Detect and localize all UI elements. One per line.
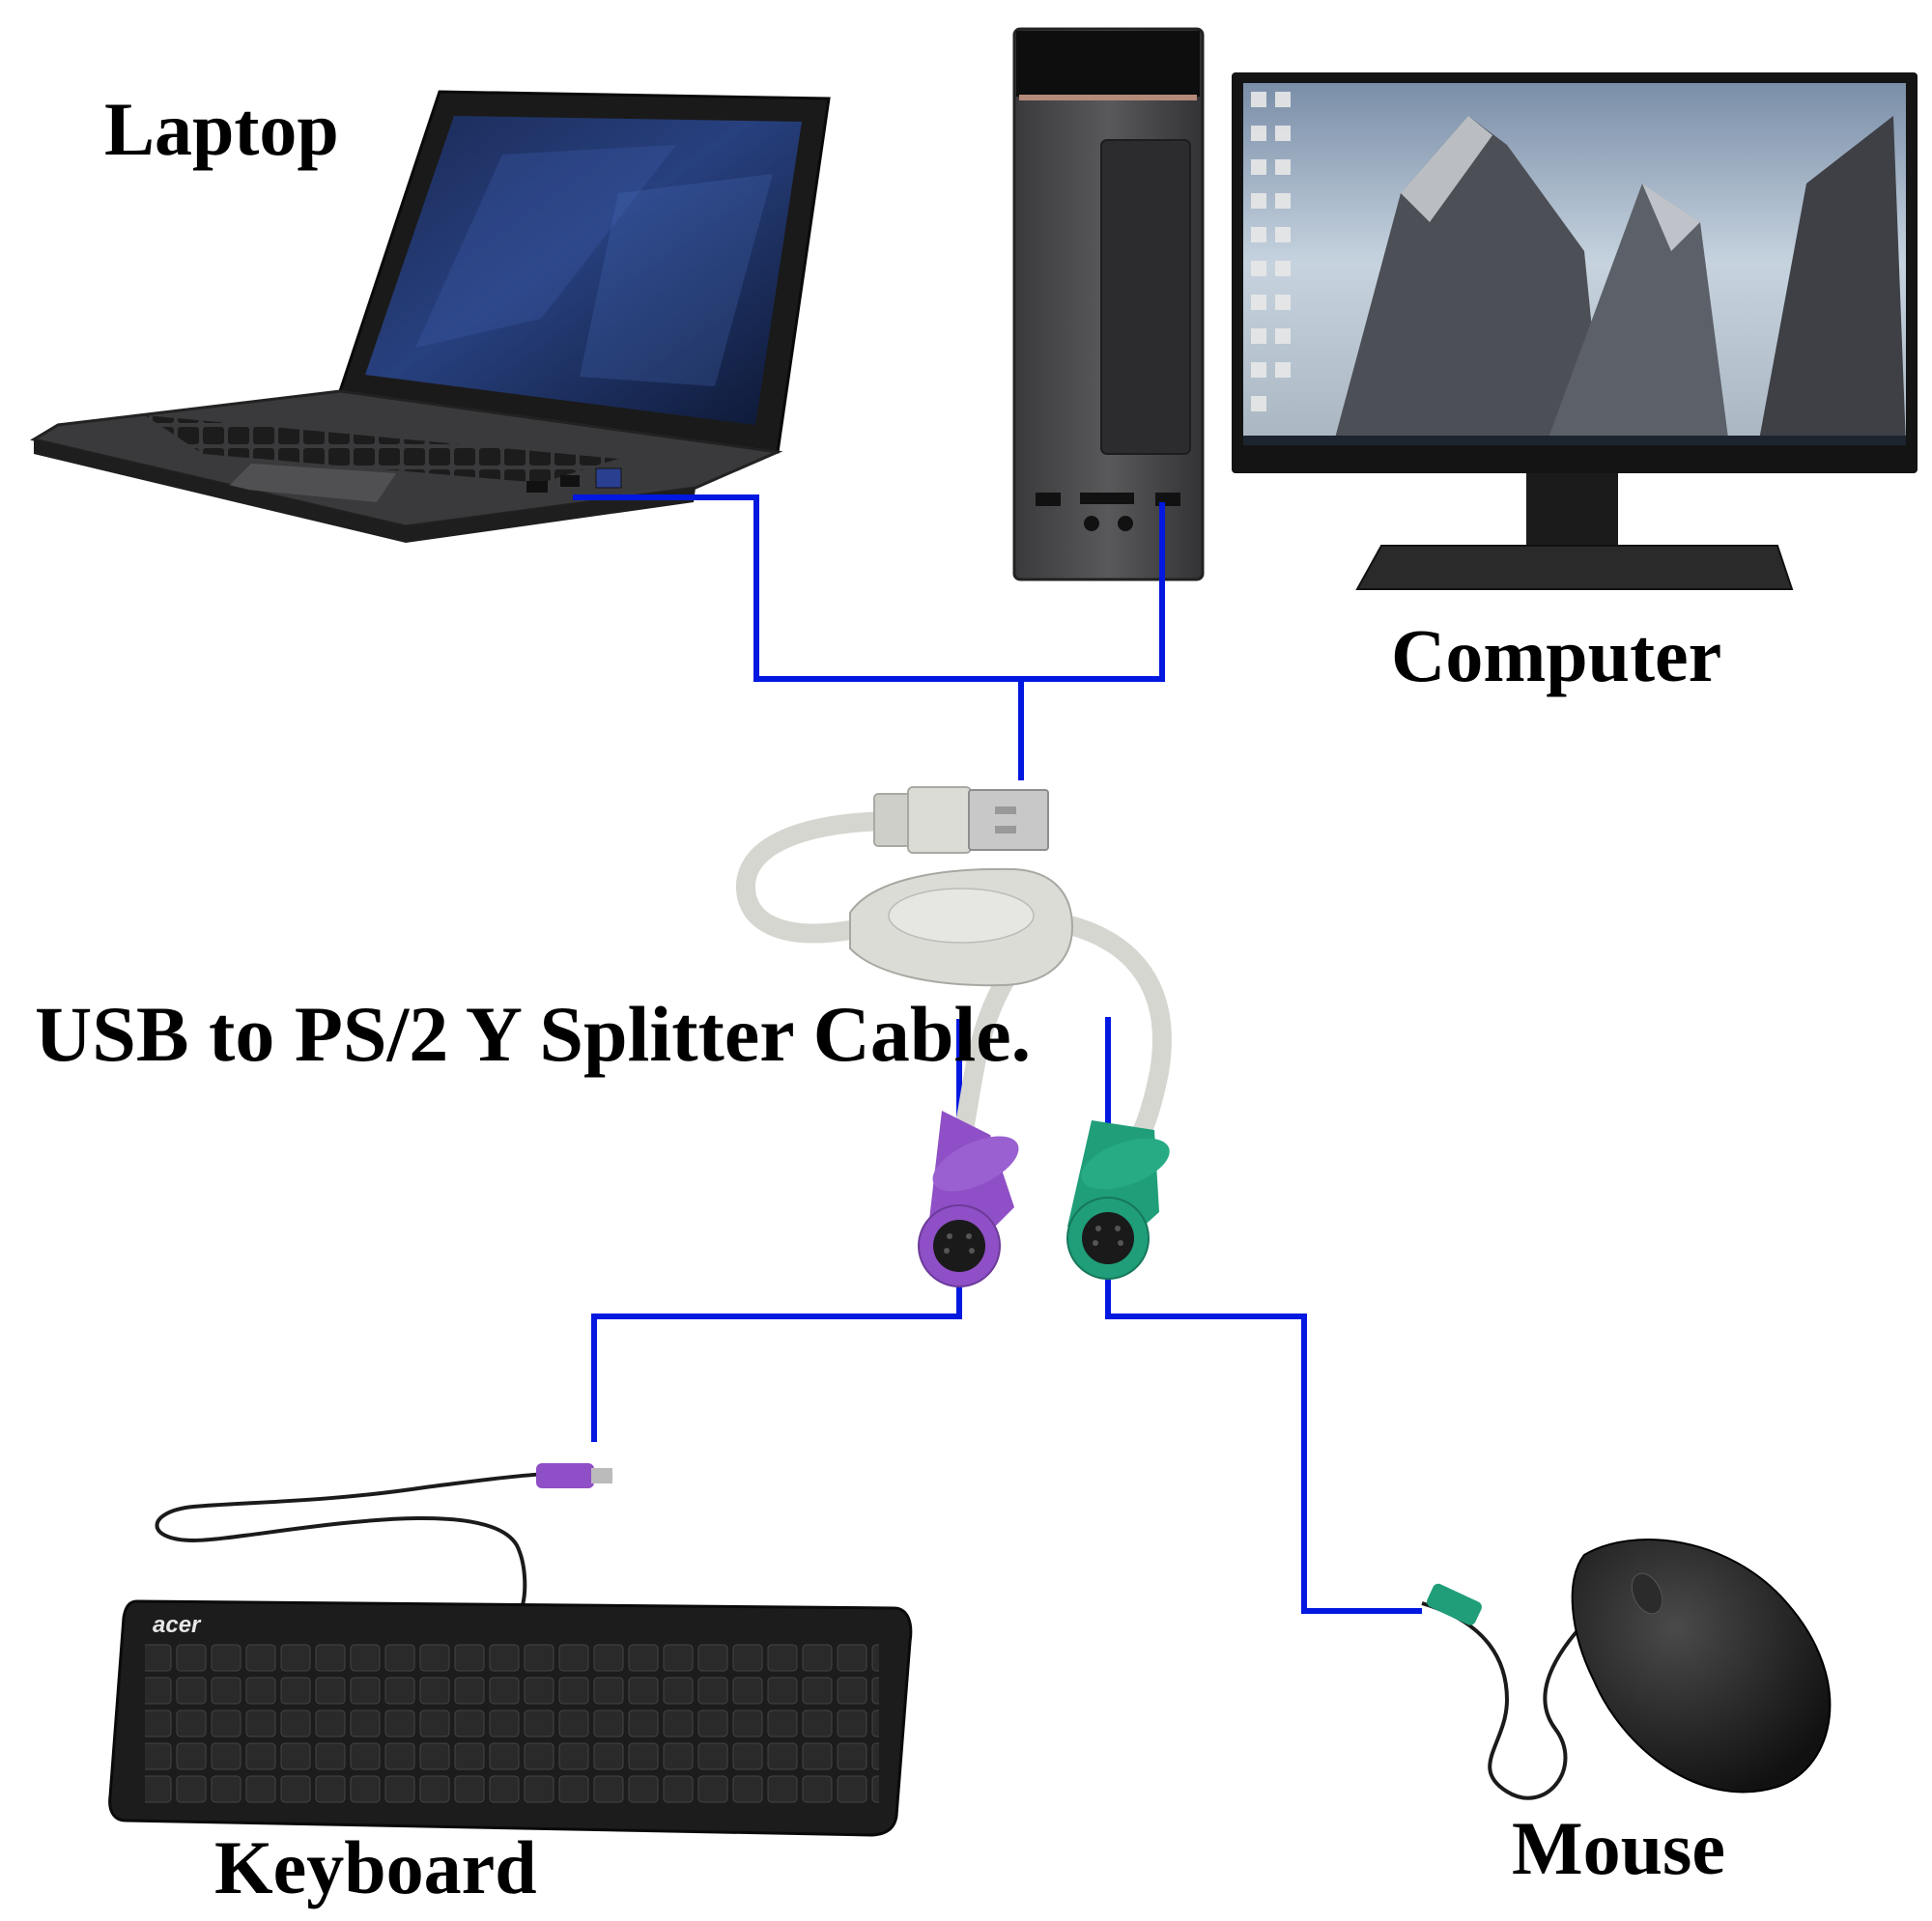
label-keyboard: Keyboard — [214, 1825, 537, 1909]
label-mouse: Mouse — [1512, 1806, 1725, 1890]
keyboard-image: acer — [108, 1463, 913, 1837]
splitter-cable-image — [735, 786, 1172, 1287]
wire-computer — [1021, 502, 1165, 682]
mouse-image — [1421, 1539, 1832, 1800]
wire-keyboard — [591, 1019, 962, 1442]
laptop-image — [30, 90, 831, 543]
wire-laptop — [573, 494, 1021, 682]
monitor-image — [1232, 72, 1918, 590]
label-splitter-cable: USB to PS/2 Y Splitter Cable. — [35, 990, 1032, 1078]
pc-tower-image — [1012, 27, 1205, 581]
keyboard-brand-logo: acer — [153, 1612, 202, 1638]
label-laptop: Laptop — [104, 87, 339, 171]
label-computer: Computer — [1391, 613, 1722, 697]
